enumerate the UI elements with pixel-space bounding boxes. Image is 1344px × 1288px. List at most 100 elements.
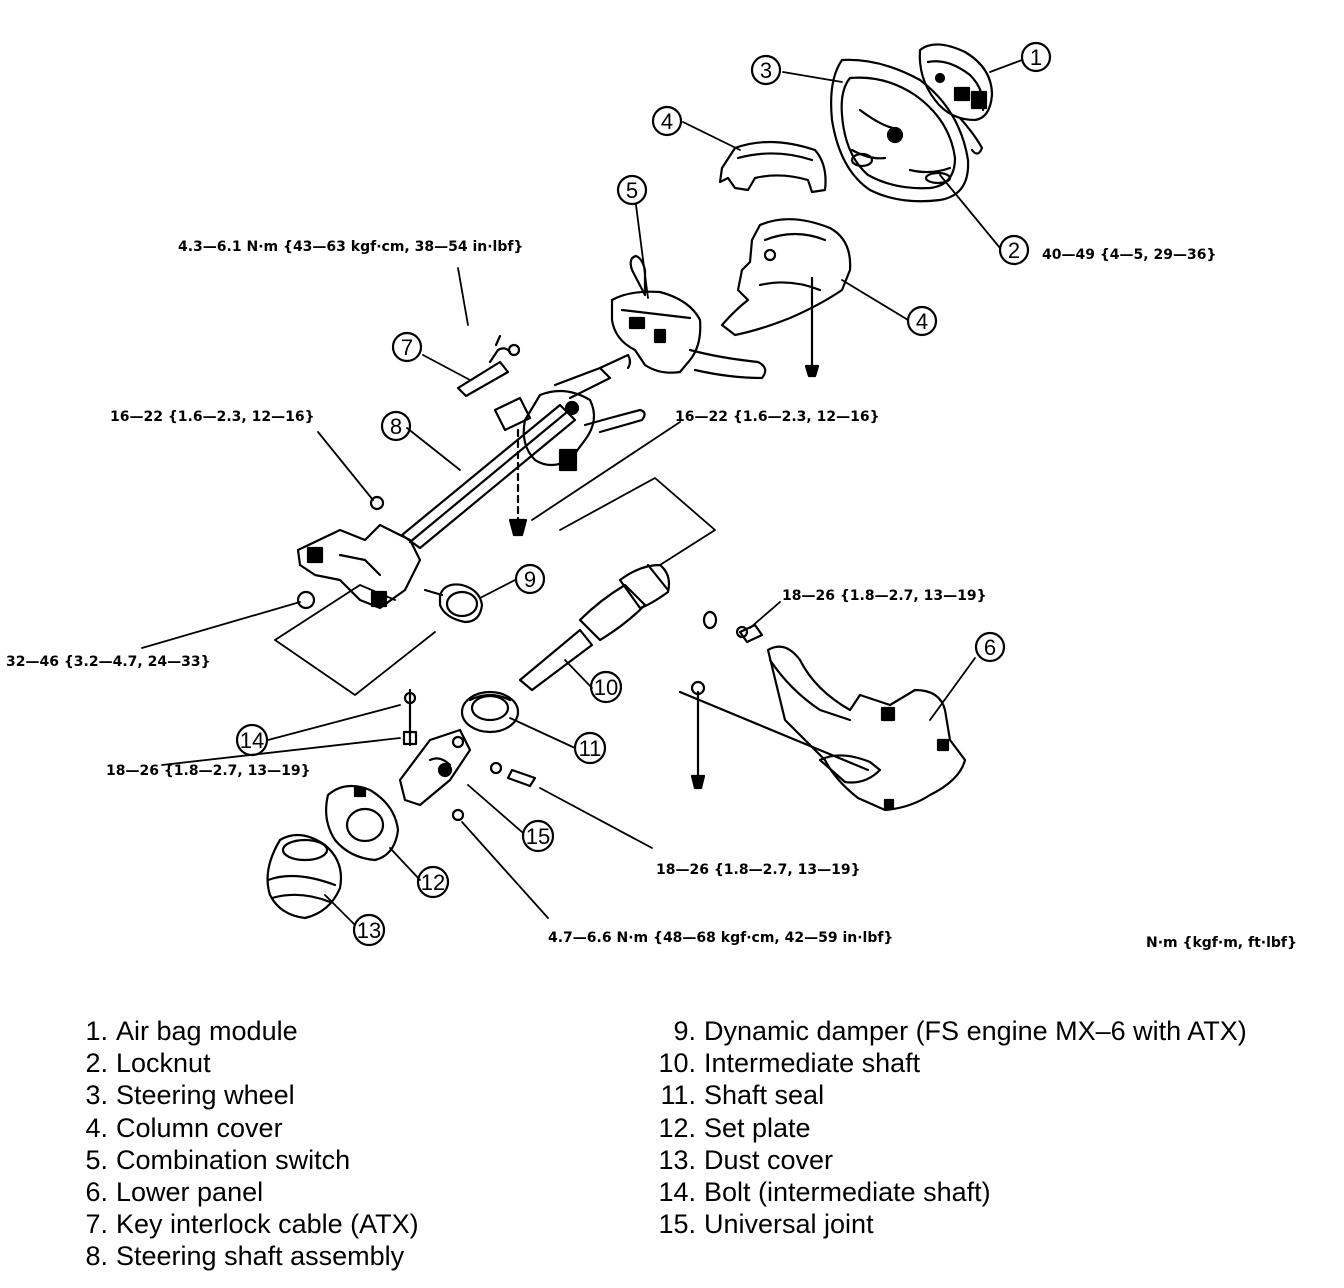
shaft-seal-part	[460, 690, 520, 734]
legend-item-label: Locknut	[116, 1048, 211, 1079]
callout-15: 15	[521, 819, 555, 853]
dust-cover-part	[266, 833, 343, 920]
legend-item-label: Steering wheel	[116, 1080, 295, 1111]
callout-13: 13	[352, 913, 386, 947]
svg-text:9: 9	[524, 567, 536, 592]
legend-item-label: Key interlock cable (ATX)	[116, 1209, 419, 1240]
svg-text:6: 6	[984, 635, 996, 660]
legend-item: 2. Locknut	[66, 1047, 586, 1079]
legend-item: 8. Steering shaft assembly	[66, 1240, 586, 1272]
set-plate-part	[325, 784, 400, 862]
torque-universal-bolt: 18—26 {1.8—2.7, 13—19}	[656, 862, 861, 878]
legend-item: 5. Combination switch	[66, 1144, 586, 1176]
lower-panel-part	[678, 623, 967, 812]
assembly-bracket-outline	[274, 477, 716, 696]
callout-4-upper: 4	[651, 105, 683, 137]
torque-column-bracket-right: 16—22 {1.6—2.3, 12—16}	[675, 409, 880, 425]
upper-column-cover-part	[718, 140, 827, 194]
callout-4-lower: 4	[906, 305, 938, 337]
callout-11: 11	[573, 731, 607, 765]
steering-shaft-assembly-part	[296, 353, 646, 610]
legend-item-label: Dynamic damper (FS engine MX–6 with ATX)	[704, 1016, 1247, 1046]
torque-interlock: 4.3—6.1 N·m {43—63 kgf·cm, 38—54 in·lbf}	[178, 239, 523, 255]
legend-item-number: 15.	[658, 1209, 696, 1240]
svg-text:3: 3	[760, 58, 772, 83]
svg-text:4: 4	[916, 309, 928, 334]
svg-text:12: 12	[421, 870, 445, 895]
svg-text:1: 1	[1030, 45, 1042, 70]
air-bag-module-part	[918, 43, 994, 155]
units-note: N·m {kgf·m, ft·lbf}	[1146, 935, 1297, 951]
legend-item-number: 1.	[85, 1016, 108, 1046]
svg-text:5: 5	[626, 178, 638, 203]
svg-text:10: 10	[594, 675, 618, 700]
callout-3: 3	[750, 54, 782, 86]
legend-item-number: 8.	[85, 1241, 108, 1272]
legend-item-number: 11.	[660, 1080, 696, 1111]
torque-column-nut: 32—46 {3.2—4.7, 24—33}	[6, 654, 211, 670]
svg-text:15: 15	[526, 824, 550, 849]
legend-item: 12. Set plate	[652, 1112, 1332, 1144]
callout-14: 14	[235, 723, 269, 757]
torque-intermediate-bolt: 18—26 {1.8—2.7, 13—19}	[106, 763, 311, 779]
legend-item: 4. Column cover	[66, 1112, 586, 1144]
legend-item-number: 13.	[658, 1144, 696, 1175]
legend-item-label: Universal joint	[704, 1209, 874, 1240]
legend-item-label: Column cover	[116, 1112, 283, 1143]
legend-item-number: 2.	[85, 1048, 108, 1079]
torque-lower-panel: 18—26 {1.8—2.7, 13—19}	[782, 588, 987, 604]
key-interlock-cable-part	[456, 334, 521, 398]
legend-item-label: Set plate	[704, 1112, 811, 1143]
legend-item-label: Steering shaft assembly	[116, 1241, 405, 1272]
lower-column-cover-part	[720, 218, 852, 378]
legend-item: 1. Air bag module	[66, 1015, 586, 1047]
legend-item: 11. Shaft seal	[652, 1079, 1332, 1111]
legend-item: 9. Dynamic damper (FS engine MX–6 with AT…	[652, 1015, 1332, 1047]
callout-1: 1	[1020, 41, 1052, 73]
legend-item: 7. Key interlock cable (ATX)	[66, 1208, 586, 1240]
callout-5: 5	[616, 174, 648, 206]
legend-item-number: 9.	[673, 1016, 696, 1046]
legend-item-number: 14.	[658, 1177, 696, 1208]
legend-item: 13. Dust cover	[652, 1144, 1332, 1176]
svg-text:11: 11	[579, 736, 602, 761]
legend-item-label: Bolt (intermediate shaft)	[704, 1177, 991, 1208]
legend-item-label: Lower panel	[116, 1177, 264, 1208]
svg-text:8: 8	[390, 414, 402, 439]
legend-item-number: 7.	[85, 1209, 108, 1240]
torque-set-plate: 4.7—6.6 N·m {48—68 kgf·cm, 42—59 in·lbf}	[548, 930, 893, 946]
svg-text:13: 13	[357, 918, 381, 943]
torque-column-bracket-left: 16—22 {1.6—2.3, 12—16}	[110, 409, 315, 425]
callout-7: 7	[391, 331, 423, 363]
intermediate-shaft-part	[518, 563, 718, 692]
legend-item-label: Combination switch	[116, 1144, 351, 1175]
callout-6: 6	[974, 631, 1006, 663]
exploded-diagram: 1 2 3 4 4 5 6 7 8 9 10 11	[6, 41, 1297, 951]
callout-10: 10	[589, 670, 623, 704]
legend-item-number: 5.	[85, 1144, 108, 1175]
legend-item-number: 4.	[85, 1112, 108, 1143]
legend-item-number: 3.	[85, 1080, 108, 1111]
legend-item-label: Intermediate shaft	[704, 1048, 921, 1079]
legend-item-label: Air bag module	[116, 1016, 298, 1046]
legend-item: 3. Steering wheel	[66, 1079, 586, 1111]
legend-item-number: 6.	[85, 1177, 108, 1208]
legend-column-left: 1. Air bag module 2. Locknut 3. Steering wh…	[66, 1015, 586, 1273]
legend-item-label: Shaft seal	[704, 1080, 825, 1111]
torque-locknut: 40—49 {4—5, 29—36}	[1042, 247, 1216, 263]
steering-wheel-part	[830, 58, 970, 203]
legend-item-number: 10.	[658, 1048, 696, 1079]
svg-text:4: 4	[661, 109, 673, 134]
callout-9: 9	[514, 563, 546, 595]
leader-lines	[141, 59, 1023, 926]
legend-item-number: 12.	[658, 1112, 696, 1143]
legend-item: 10. Intermediate shaft	[652, 1047, 1332, 1079]
parts-legend: 1. Air bag module 2. Locknut 3. Steering wh…	[0, 1015, 1344, 1288]
legend-item-label: Dust cover	[704, 1144, 834, 1175]
legend-item: 14. Bolt (intermediate shaft)	[652, 1176, 1332, 1208]
legend-item: 15. Universal joint	[652, 1208, 1332, 1240]
legend-column-right: 9. Dynamic damper (FS engine MX–6 with AT…	[652, 1015, 1332, 1240]
callout-12: 12	[416, 865, 450, 899]
callout-2: 2	[998, 234, 1030, 266]
svg-text:7: 7	[401, 335, 413, 360]
